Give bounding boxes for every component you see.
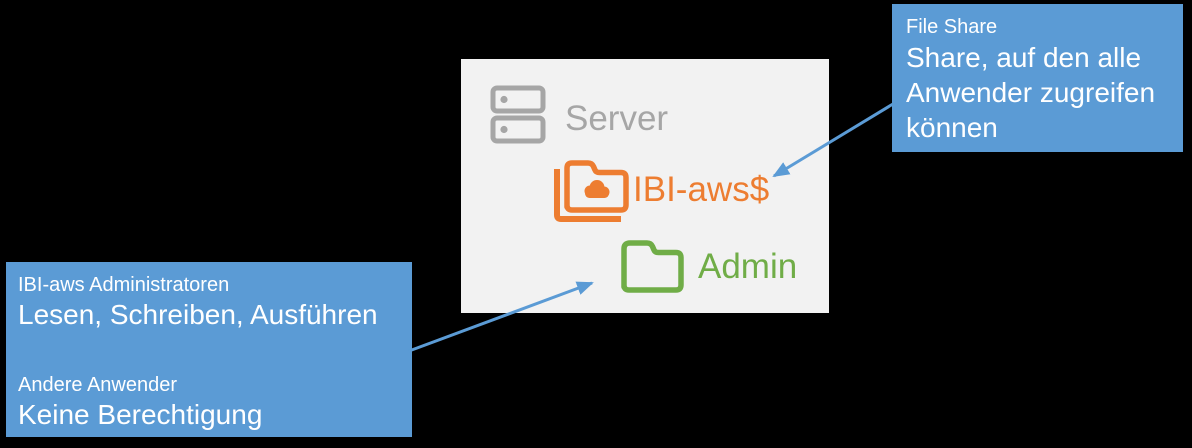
permissions-group1-rights: Lesen, Schreiben, Ausführen <box>18 299 378 330</box>
spacer <box>18 332 400 372</box>
permissions-group2-rights: Keine Berechtigung <box>18 399 263 430</box>
server-icon <box>490 85 546 144</box>
admin-label: Admin <box>698 247 798 286</box>
callout-file-share-title: File Share <box>906 16 998 38</box>
permissions-group1-name: IBI-aws Administratoren <box>18 274 230 296</box>
permissions-group2-name: Andere Anwender <box>18 374 178 396</box>
share-label: IBI-aws$ <box>633 170 770 209</box>
cloud-glyph <box>584 180 610 198</box>
server-label: Server <box>565 99 669 138</box>
callout-file-share-line: Share, auf den alle <box>906 42 1142 73</box>
shared-folder-cloud-icon <box>554 160 629 222</box>
folder-icon <box>621 240 684 293</box>
callout-file-share-line: Anwender zugreifen <box>906 77 1156 108</box>
callout-file-share-line: können <box>906 112 998 143</box>
callout-permissions: IBI-aws Administratoren Lesen, Schreiben… <box>6 262 412 437</box>
callout-file-share: File Share Share, auf den alle Anwender … <box>892 4 1183 152</box>
server-panel <box>461 59 829 313</box>
